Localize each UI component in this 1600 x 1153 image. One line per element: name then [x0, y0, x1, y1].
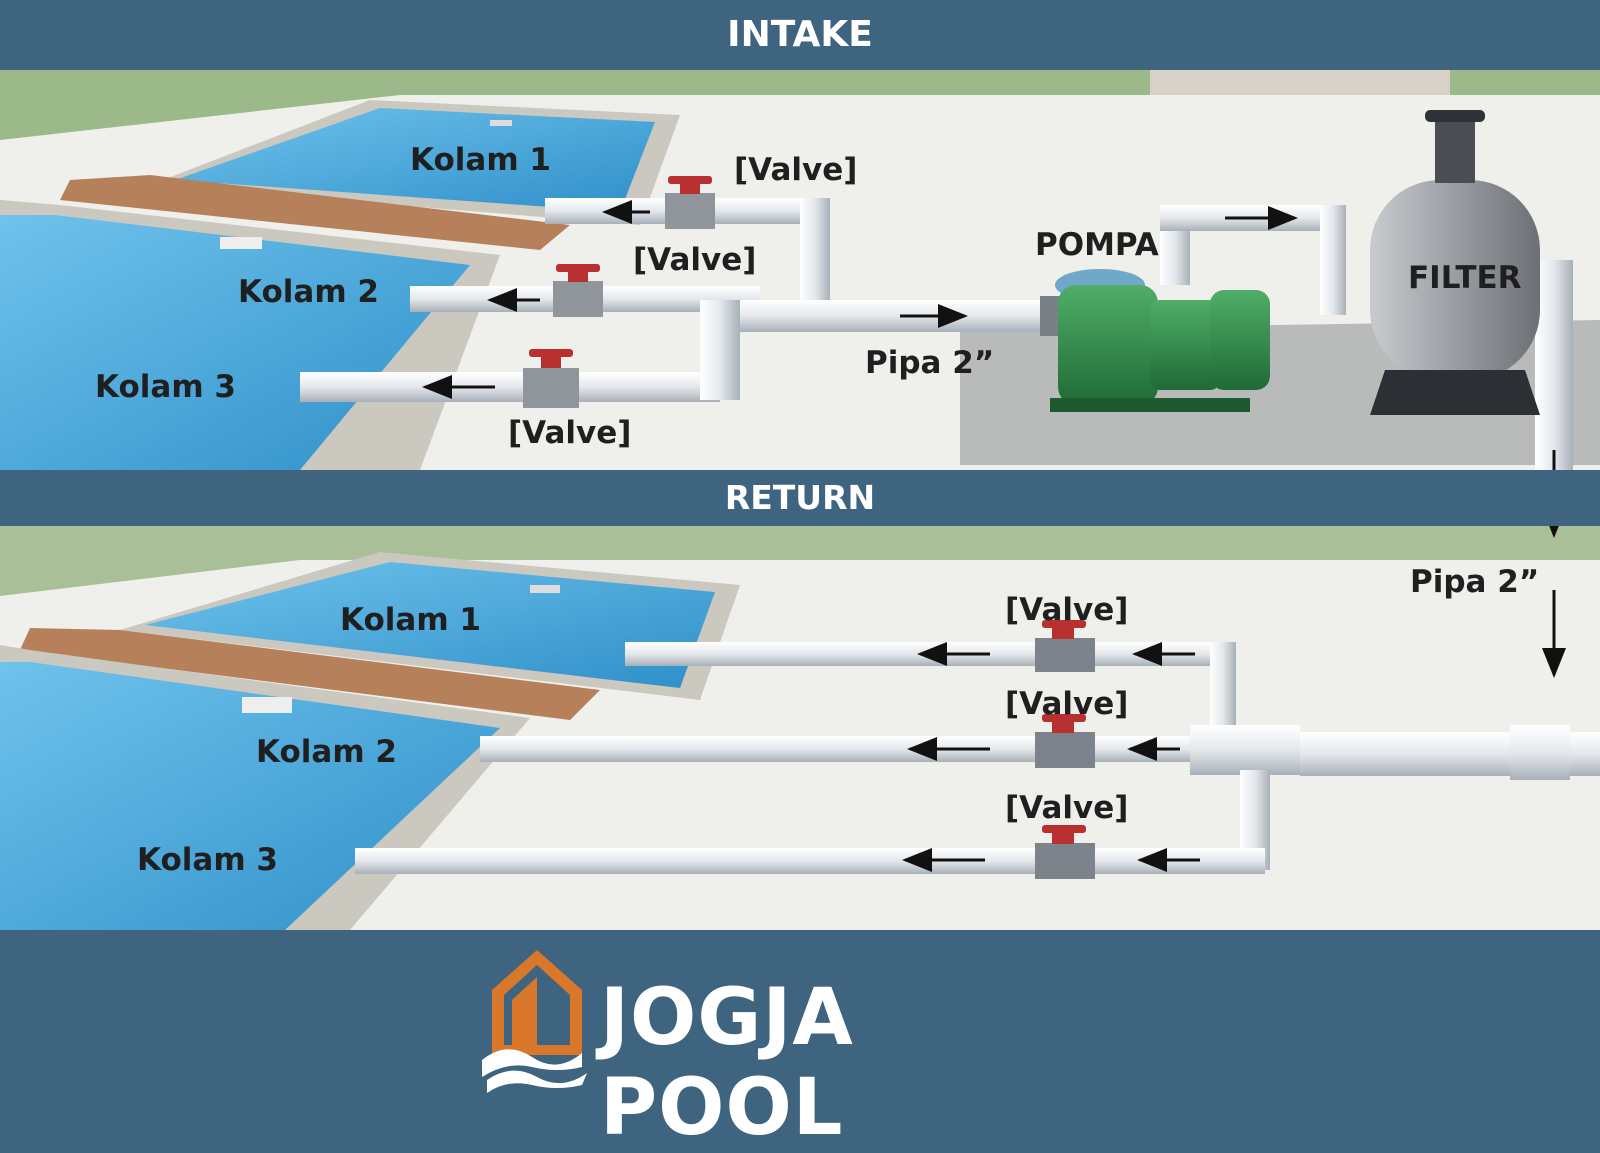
pump-label: POMPA: [1035, 227, 1159, 263]
return-valve-2: [1035, 714, 1095, 768]
filter-label: FILTER: [1408, 260, 1522, 296]
return-valve-1: [1035, 620, 1095, 672]
intake-valve-1: [665, 176, 715, 229]
intake-kolam-1-label: Kolam 1: [410, 142, 551, 178]
return-valve-3-label: [Valve]: [1005, 790, 1128, 826]
return-valve-2-label: [Valve]: [1005, 686, 1128, 722]
intake-flow-arrows: [422, 200, 1298, 399]
intake-valve-1-label: [Valve]: [734, 152, 857, 188]
pump: [1050, 269, 1270, 412]
return-kolam-3-label: Kolam 3: [137, 842, 278, 878]
intake-valve-2: [553, 264, 603, 317]
sand-filter: [1370, 110, 1540, 415]
return-kolam-2-label: Kolam 2: [256, 734, 397, 770]
return-pipe-label: Pipa 2”: [1410, 564, 1539, 600]
intake-kolam-3-label: Kolam 3: [95, 369, 236, 405]
intake-pipe-label: Pipa 2”: [865, 345, 994, 381]
intake-valve-3: [523, 349, 579, 408]
intake-title: INTAKE: [0, 0, 1600, 70]
return-valve-1-label: [Valve]: [1005, 592, 1128, 628]
intake-valve-2-label: [Valve]: [633, 242, 756, 278]
intake-kolam-2-label: Kolam 2: [238, 274, 379, 310]
return-title: RETURN: [0, 470, 1600, 526]
brand-logo: JOGJA POOL: [482, 945, 1122, 1153]
intake-pool-2-3: [0, 175, 570, 470]
intake-valve-3-label: [Valve]: [508, 415, 631, 451]
return-flow-arrows: [902, 450, 1566, 872]
footer-band: [0, 930, 1600, 1132]
return-pool-1: [120, 552, 740, 700]
return-kolam-1-label: Kolam 1: [340, 602, 481, 638]
house-wave-icon: [482, 950, 587, 1093]
return-valve-3: [1035, 825, 1095, 879]
brand-name: JOGJA POOL: [600, 973, 854, 1153]
